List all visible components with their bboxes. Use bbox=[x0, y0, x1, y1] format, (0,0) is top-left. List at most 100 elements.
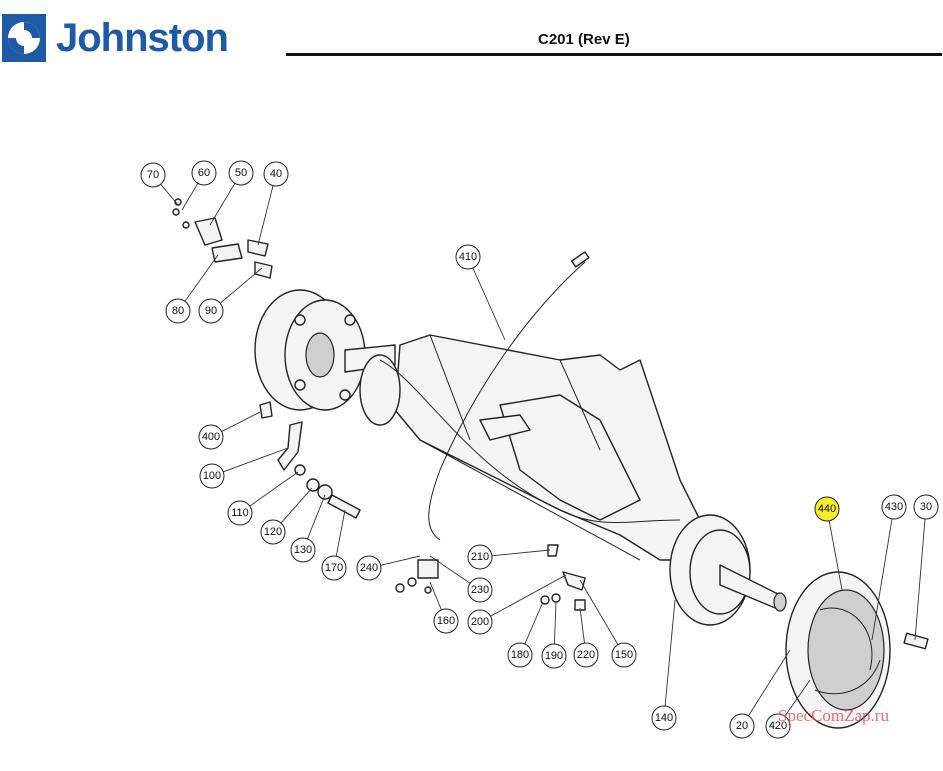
leader-line-190 bbox=[553, 601, 557, 645]
leader-line-240 bbox=[380, 555, 421, 566]
callout-120[interactable]: 120 bbox=[260, 519, 286, 545]
leader-line-20 bbox=[748, 649, 791, 717]
leader-line-400 bbox=[221, 411, 261, 432]
callout-30[interactable]: 30 bbox=[913, 494, 939, 520]
callout-label: 160 bbox=[437, 615, 455, 627]
callout-label: 180 bbox=[511, 649, 529, 661]
callout-400[interactable]: 400 bbox=[198, 424, 224, 450]
callout-60[interactable]: 60 bbox=[191, 160, 217, 186]
callout-220[interactable]: 220 bbox=[573, 642, 599, 668]
callout-label: 20 bbox=[736, 720, 748, 732]
callout-190[interactable]: 190 bbox=[541, 643, 567, 669]
leader-line-50 bbox=[209, 183, 236, 226]
callout-bubble bbox=[228, 160, 254, 186]
callout-130[interactable]: 130 bbox=[290, 537, 316, 563]
leader-line-130 bbox=[307, 494, 326, 540]
callout-bubble bbox=[913, 494, 939, 520]
brake-assembly bbox=[785, 571, 929, 729]
callout-80[interactable]: 80 bbox=[165, 298, 191, 324]
leader-line-180 bbox=[524, 601, 544, 645]
callout-bubble bbox=[455, 244, 481, 270]
callout-420[interactable]: 420 bbox=[765, 713, 791, 739]
header-divider bbox=[286, 53, 942, 56]
leader-line-70 bbox=[160, 183, 179, 206]
callout-bubble bbox=[467, 544, 493, 570]
callout-label: 430 bbox=[885, 501, 903, 513]
callout-bubble bbox=[541, 643, 567, 669]
callout-bubble bbox=[227, 500, 253, 526]
callout-150[interactable]: 150 bbox=[611, 642, 637, 668]
callout-label: 30 bbox=[920, 501, 932, 513]
callout-240[interactable]: 240 bbox=[356, 555, 382, 581]
leader-line-210 bbox=[491, 549, 551, 557]
logo-emblem-icon bbox=[2, 14, 46, 62]
callout-430[interactable]: 430 bbox=[881, 494, 907, 520]
leader-line-40 bbox=[257, 185, 274, 246]
brake-cable bbox=[379, 251, 681, 541]
callout-bubble bbox=[507, 642, 533, 668]
callout-label: 170 bbox=[325, 562, 343, 574]
callout-140[interactable]: 140 bbox=[651, 705, 677, 731]
leader-line-30 bbox=[914, 518, 926, 641]
callout-label: 40 bbox=[270, 168, 282, 180]
callout-bubble bbox=[573, 642, 599, 668]
callout-70[interactable]: 70 bbox=[140, 162, 166, 188]
callout-bubble bbox=[165, 298, 191, 324]
leader-line-220 bbox=[579, 607, 585, 644]
leader-line-410 bbox=[472, 267, 506, 341]
callout-100[interactable]: 100 bbox=[199, 463, 225, 489]
callout-bubble bbox=[263, 161, 289, 187]
callout-180[interactable]: 180 bbox=[507, 642, 533, 668]
callout-leaders bbox=[160, 183, 926, 717]
callout-210[interactable]: 210 bbox=[467, 544, 493, 570]
callout-label: 80 bbox=[172, 305, 184, 317]
callout-440[interactable]: 440 bbox=[814, 496, 840, 522]
axle-housing bbox=[394, 334, 701, 561]
leader-line-120 bbox=[280, 487, 313, 524]
callout-label: 400 bbox=[202, 431, 220, 443]
callout-bubble bbox=[729, 713, 755, 739]
callout-40[interactable]: 40 bbox=[263, 161, 289, 187]
callout-110[interactable]: 110 bbox=[227, 500, 253, 526]
callout-410[interactable]: 410 bbox=[455, 244, 481, 270]
watermark: SpecComZap.ru bbox=[778, 706, 889, 725]
callout-bubble bbox=[433, 608, 459, 634]
callout-bubble bbox=[611, 642, 637, 668]
callout-label: 110 bbox=[231, 507, 249, 519]
leader-line-230 bbox=[429, 555, 471, 584]
callout-bubble bbox=[651, 705, 677, 731]
callout-bubble bbox=[260, 519, 286, 545]
left-hub bbox=[254, 289, 401, 426]
callout-230[interactable]: 230 bbox=[467, 577, 493, 603]
callout-label: 60 bbox=[198, 167, 210, 179]
leader-line-60 bbox=[181, 183, 199, 211]
leader-line-430 bbox=[871, 518, 893, 641]
callout-bubble bbox=[467, 577, 493, 603]
leader-line-80 bbox=[184, 254, 219, 302]
small-parts bbox=[172, 198, 586, 611]
callout-20[interactable]: 20 bbox=[729, 713, 755, 739]
callout-90[interactable]: 90 bbox=[198, 298, 224, 324]
leader-line-200 bbox=[490, 574, 567, 617]
callout-bubble bbox=[814, 496, 840, 522]
leader-line-420 bbox=[784, 679, 811, 717]
callout-170[interactable]: 170 bbox=[321, 555, 347, 581]
right-hub bbox=[669, 514, 787, 626]
callout-200[interactable]: 200 bbox=[467, 609, 493, 635]
callout-label: 50 bbox=[235, 167, 247, 179]
callout-label: 210 bbox=[471, 551, 489, 563]
callout-label: 230 bbox=[471, 584, 489, 596]
callout-label: 100 bbox=[203, 470, 221, 482]
callout-bubble bbox=[356, 555, 382, 581]
callout-label: 440 bbox=[818, 503, 836, 515]
callout-160[interactable]: 160 bbox=[433, 608, 459, 634]
callout-bubble bbox=[198, 298, 224, 324]
leader-line-160 bbox=[429, 581, 442, 611]
callout-50[interactable]: 50 bbox=[228, 160, 254, 186]
callout-bubbles: 70 60 50 40 80 90 410 400 100 110 120 130 170 240 230 2… bbox=[140, 160, 939, 739]
callout-label: 420 bbox=[769, 720, 787, 732]
callout-bubble bbox=[198, 424, 224, 450]
callout-label: 120 bbox=[264, 526, 282, 538]
leader-line-170 bbox=[335, 509, 346, 557]
